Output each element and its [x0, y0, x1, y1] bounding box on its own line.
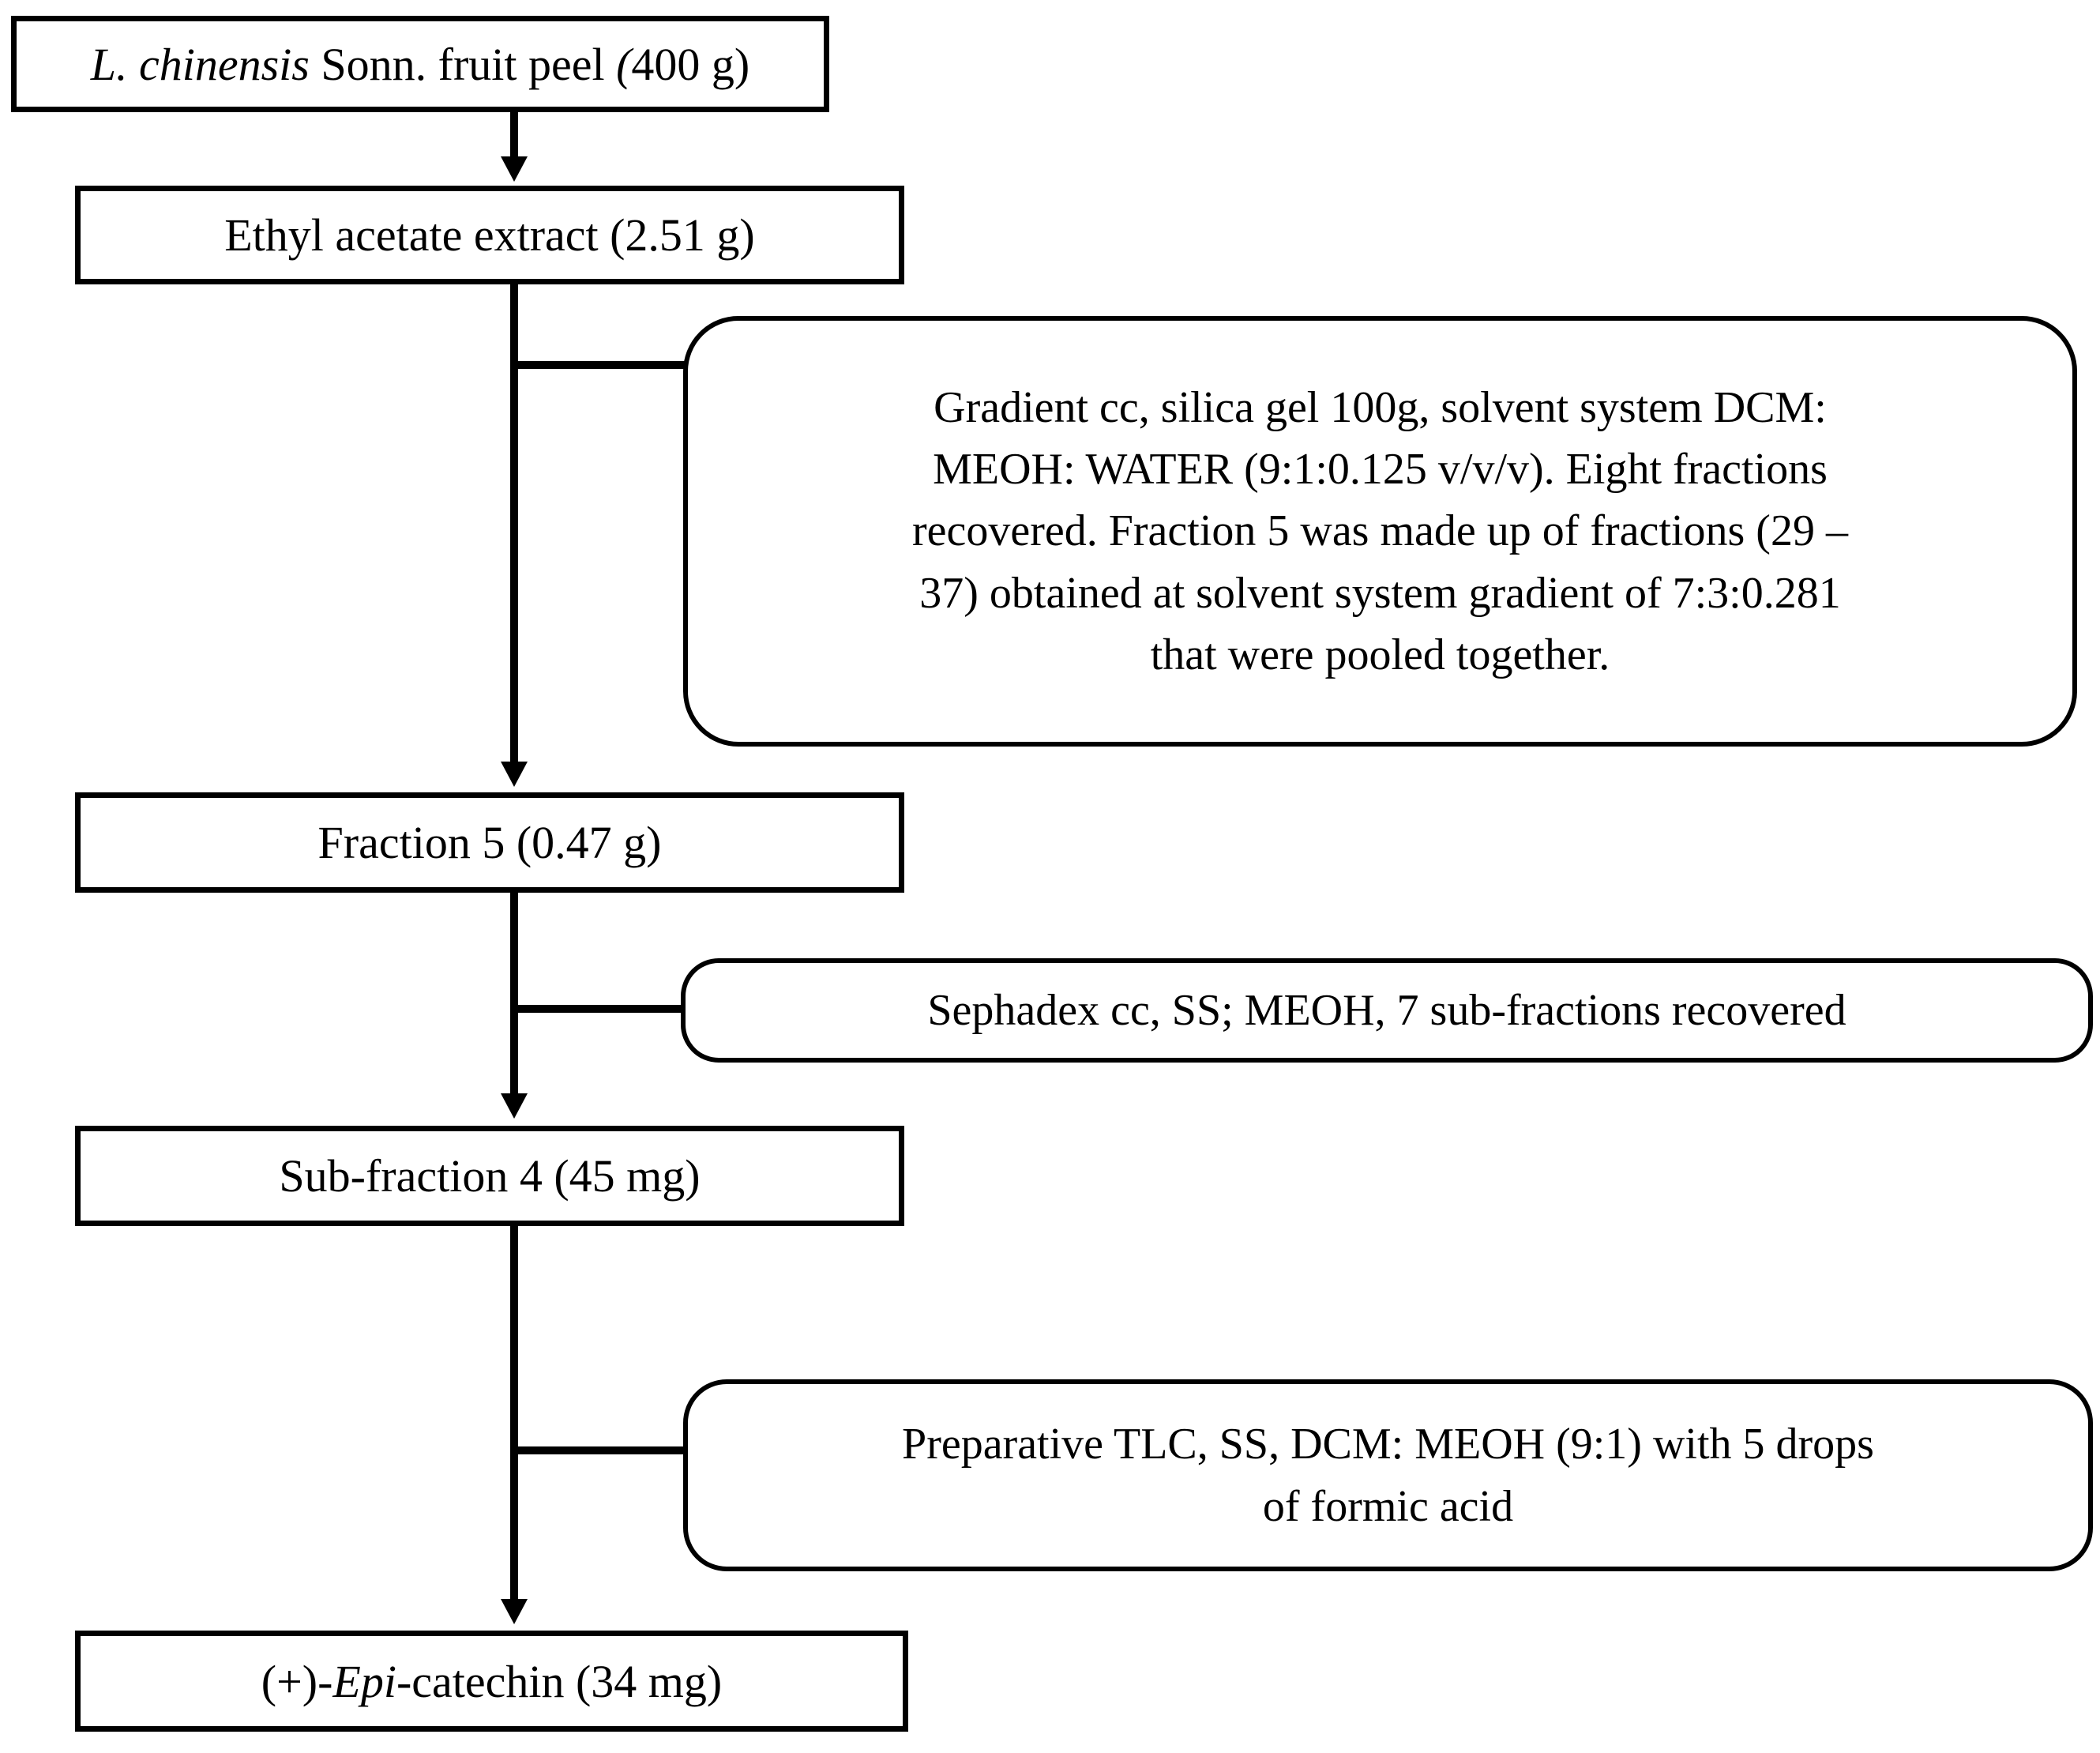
arrowhead-icon-2	[501, 762, 528, 787]
branch-line-prep-tlc	[510, 1446, 683, 1454]
arrowhead-icon-3	[501, 1093, 528, 1119]
connector-line-1	[510, 112, 518, 158]
node-sub-fraction-4: Sub-fraction 4 (45 mg)	[75, 1126, 904, 1226]
note-prep-tlc: Preparative TLC, SS, DCM: MEOH (9:1) wit…	[683, 1379, 2093, 1571]
node-ethyl-acetate-extract-label: Ethyl acetate extract (2.51 g)	[224, 209, 755, 261]
connector-line-2	[510, 284, 518, 763]
node-fraction-5-label: Fraction 5 (0.47 g)	[317, 817, 662, 868]
node-ethyl-acetate-extract: Ethyl acetate extract (2.51 g)	[75, 186, 904, 284]
arrowhead-icon-4	[501, 1599, 528, 1624]
connector-line-3	[510, 893, 518, 1095]
node-sub-fraction-4-label: Sub-fraction 4 (45 mg)	[279, 1150, 701, 1202]
note-sephadex: Sephadex cc, SS; MEOH, 7 sub-fractions r…	[681, 958, 2093, 1063]
note-gradient-cc-text: Gradient cc, silica gel 100g, solvent sy…	[912, 382, 1848, 680]
branch-line-gradient-cc	[510, 361, 686, 369]
note-gradient-cc: Gradient cc, silica gel 100g, solvent sy…	[683, 316, 2077, 747]
node-fraction-5: Fraction 5 (0.47 g)	[75, 792, 904, 893]
node-fruit-peel: L. chinensis Sonn. fruit peel (400 g)	[11, 16, 829, 112]
note-prep-tlc-text: Preparative TLC, SS, DCM: MEOH (9:1) wit…	[902, 1420, 1874, 1531]
note-sephadex-text: Sephadex cc, SS; MEOH, 7 sub-fractions r…	[927, 985, 1846, 1035]
node-epicatechin: (+)-Epi-catechin (34 mg)	[75, 1631, 908, 1732]
node-fruit-peel-label: L. chinensis Sonn. fruit peel (400 g)	[90, 38, 750, 90]
connector-line-4	[510, 1226, 518, 1601]
branch-line-sephadex	[510, 1005, 681, 1013]
arrowhead-icon-1	[501, 156, 528, 182]
node-epicatechin-label: (+)-Epi-catechin (34 mg)	[261, 1655, 723, 1707]
